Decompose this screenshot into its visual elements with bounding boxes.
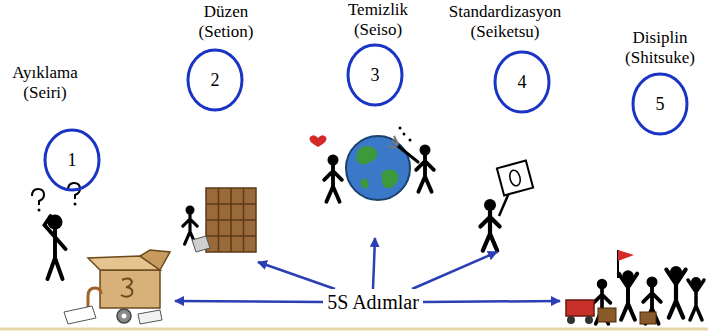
team-illustration: [566, 250, 704, 324]
step-circle: 5: [631, 72, 689, 136]
connector-arrow: [373, 238, 375, 289]
step-circle: 2: [186, 48, 244, 112]
step-group: Düzen (Setion)2: [170, 2, 262, 262]
step-title: Standardizasyon (Seiketsu): [435, 2, 575, 41]
step-number: 3: [346, 66, 404, 84]
step-group: Ayıklama (Seiri)1: [8, 55, 175, 327]
connector-arrow: [423, 301, 560, 302]
step-circle: 3: [346, 43, 404, 107]
connector-arrow: [258, 262, 335, 289]
sorting-illustration: [32, 183, 170, 324]
step-number: 2: [186, 71, 244, 89]
step-number: 4: [493, 73, 551, 91]
step-circle: 1: [43, 128, 101, 192]
ground-line: [0, 328, 708, 331]
cabinet-illustration: [183, 188, 256, 252]
step-group: Disiplin (Shitsuke) 5: [560, 5, 706, 328]
connector-arrow: [175, 301, 323, 302]
hub-label-box: 5S Adımlar: [323, 289, 423, 315]
connector-arrow: [412, 252, 497, 289]
step-number: 1: [43, 151, 101, 169]
step-title: Ayıklama (Seiri): [0, 63, 90, 102]
hub-label: 5S Adımlar: [323, 289, 423, 315]
step-title: Disiplin (Shitsuke): [613, 28, 708, 67]
sign-illustration: [480, 161, 533, 251]
step-circle: 4: [493, 50, 551, 114]
step-group: Temizlik (Seiso) 3: [300, 0, 455, 238]
globe-illustration: [309, 127, 433, 202]
step-group: Standardizasyon (Seiketsu)4: [455, 2, 565, 252]
step-number: 5: [631, 95, 689, 113]
step-title: Temizlik (Seiso): [333, 0, 423, 39]
step-title: Düzen (Setion): [186, 2, 266, 41]
